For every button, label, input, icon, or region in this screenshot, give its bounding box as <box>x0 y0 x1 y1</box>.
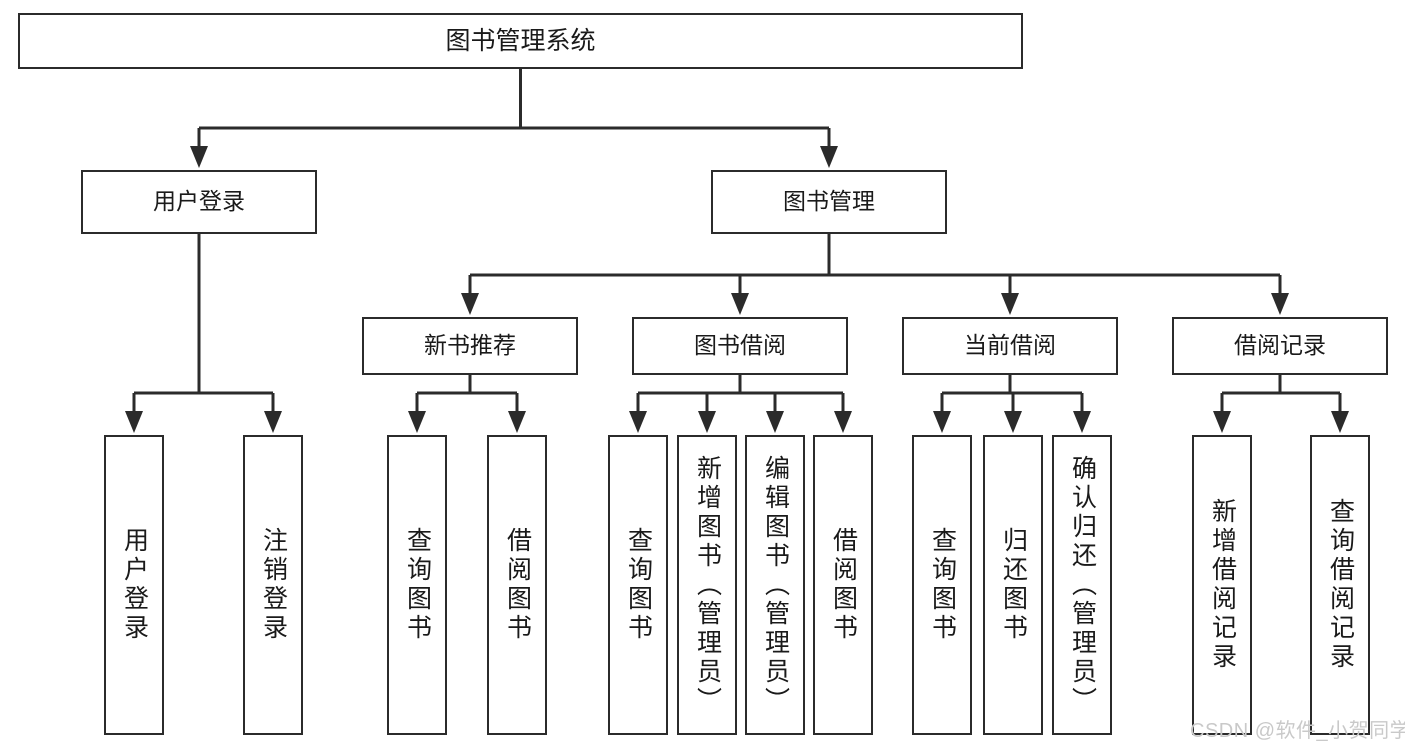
node-leaf-user-logout[interactable]: 注销登录 <box>243 435 303 735</box>
node-borrow[interactable]: 图书借阅 <box>632 317 848 375</box>
node-label-records: 借阅记录 <box>1234 332 1326 359</box>
node-leaf-user-login[interactable]: 用户登录 <box>104 435 164 735</box>
node-newbook[interactable]: 新书推荐 <box>362 317 578 375</box>
node-leaf-br-edit[interactable]: 编辑图书（管理员） <box>745 435 805 735</box>
node-label-leaf-rec-query: 查询借阅记录 <box>1326 498 1355 672</box>
node-label-leaf-new-borrow: 借阅图书 <box>503 527 532 643</box>
node-leaf-br-borrow[interactable]: 借阅图书 <box>813 435 873 735</box>
node-current[interactable]: 当前借阅 <box>902 317 1118 375</box>
node-label-bookmgmt: 图书管理 <box>783 188 875 215</box>
node-user[interactable]: 用户登录 <box>81 170 317 234</box>
node-label-leaf-user-logout: 注销登录 <box>259 527 288 643</box>
node-label-newbook: 新书推荐 <box>424 332 516 359</box>
node-leaf-rec-add[interactable]: 新增借阅记录 <box>1192 435 1252 735</box>
node-label-borrow: 图书借阅 <box>694 332 786 359</box>
node-label-leaf-br-add: 新增图书（管理员） <box>693 454 722 716</box>
node-leaf-cur-confirm[interactable]: 确认归还（管理员） <box>1052 435 1112 735</box>
node-leaf-rec-query[interactable]: 查询借阅记录 <box>1310 435 1370 735</box>
node-leaf-cur-return[interactable]: 归还图书 <box>983 435 1043 735</box>
node-leaf-new-query[interactable]: 查询图书 <box>387 435 447 735</box>
node-label-leaf-cur-query: 查询图书 <box>928 527 957 643</box>
node-label-root: 图书管理系统 <box>445 27 596 55</box>
node-label-user: 用户登录 <box>153 188 245 215</box>
node-records[interactable]: 借阅记录 <box>1172 317 1388 375</box>
node-label-leaf-br-borrow: 借阅图书 <box>829 527 858 643</box>
node-leaf-cur-query[interactable]: 查询图书 <box>912 435 972 735</box>
node-root[interactable]: 图书管理系统 <box>18 13 1023 69</box>
node-label-current: 当前借阅 <box>964 332 1056 359</box>
node-label-leaf-rec-add: 新增借阅记录 <box>1208 498 1237 672</box>
node-label-leaf-cur-confirm: 确认归还（管理员） <box>1068 454 1097 716</box>
node-label-leaf-user-login: 用户登录 <box>120 527 149 643</box>
node-label-leaf-cur-return: 归还图书 <box>999 527 1028 643</box>
node-leaf-new-borrow[interactable]: 借阅图书 <box>487 435 547 735</box>
node-leaf-br-add[interactable]: 新增图书（管理员） <box>677 435 737 735</box>
node-leaf-br-query[interactable]: 查询图书 <box>608 435 668 735</box>
node-bookmgmt[interactable]: 图书管理 <box>711 170 947 234</box>
node-label-leaf-new-query: 查询图书 <box>403 527 432 643</box>
node-label-leaf-br-edit: 编辑图书（管理员） <box>761 454 790 716</box>
node-label-leaf-br-query: 查询图书 <box>624 527 653 643</box>
